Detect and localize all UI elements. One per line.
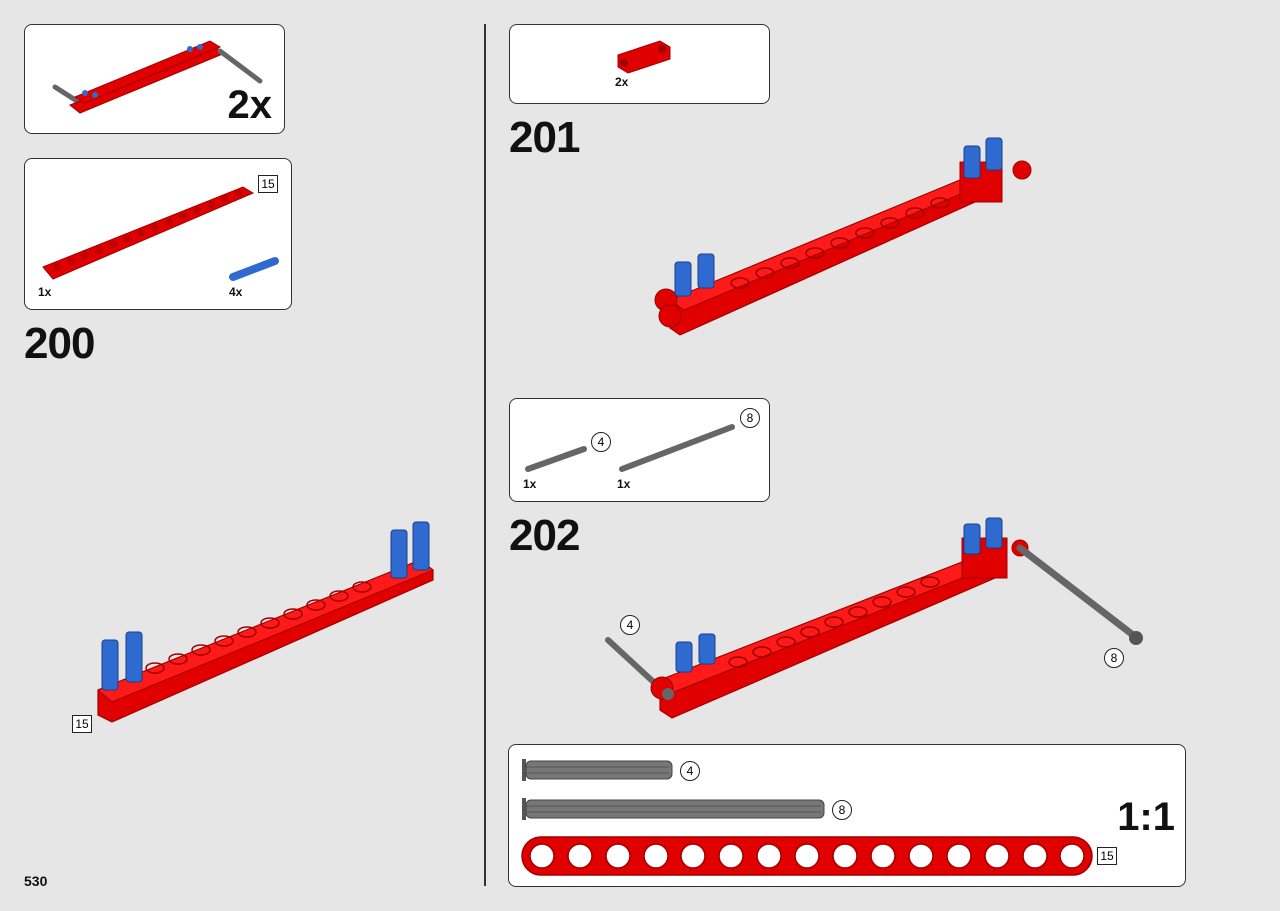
step202-parts-box: 4 8 1x 1x [509, 398, 770, 502]
step202-illustration [605, 517, 1143, 719]
beam-qty: 1x [38, 285, 52, 299]
axle-long-length: 8 [740, 408, 760, 428]
scale-axle-4-length: 4 [680, 761, 700, 781]
step200-number: 200 [24, 319, 95, 368]
scale-axle-4-icon [522, 759, 673, 781]
beam-part-icon [42, 186, 255, 280]
scale-beam-15-length: 15 [1097, 847, 1117, 865]
step201-parts-box: 2x [509, 24, 770, 104]
step200-parts-box: 15 1x 4x [24, 158, 292, 310]
axle-parts-icons [525, 424, 735, 472]
scale-ruler-box: 4 8 15 1:1 [508, 744, 1186, 887]
column-divider [484, 24, 486, 886]
page-number: 530 [24, 873, 48, 889]
scale-beam-15-icon [521, 836, 1093, 876]
step200-length-callout: 15 [72, 715, 92, 733]
scale-label: 1:1 [1117, 795, 1175, 839]
multiplier-label: 2x [227, 83, 273, 127]
connector-qty: 2x [615, 75, 629, 89]
pin-part-icon [229, 257, 279, 281]
step202-long-axle-callout: 8 [1104, 648, 1124, 668]
step201-illustration [654, 137, 1032, 336]
connector-part-icon [617, 40, 671, 74]
axle-long-qty: 1x [617, 477, 631, 491]
step202-number: 202 [509, 511, 580, 560]
step202-short-axle-callout: 4 [620, 615, 640, 635]
axle-short-length: 4 [591, 432, 611, 452]
scale-axle-8-icon [522, 798, 825, 820]
beam-length-label: 15 [258, 175, 278, 193]
step200-illustration [97, 521, 434, 723]
axle-short-qty: 1x [523, 477, 537, 491]
sub-assembly-callout: 2x [24, 24, 285, 134]
scale-axle-8-length: 8 [832, 800, 852, 820]
step201-number: 201 [509, 113, 580, 162]
pin-qty: 4x [229, 285, 243, 299]
sub-assembly-illustration [52, 40, 263, 114]
